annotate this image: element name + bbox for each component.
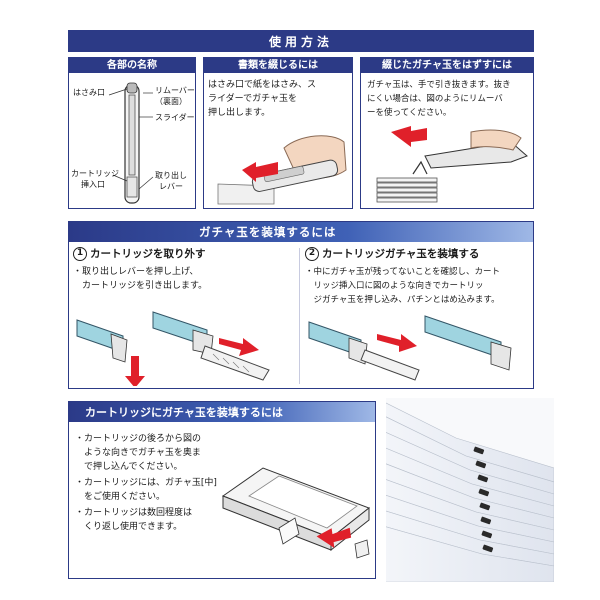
step1-illustration — [76, 311, 270, 386]
step2-arrow — [377, 334, 417, 352]
step1-down-arrow — [131, 356, 139, 382]
parts-title: 各部の名称 — [69, 58, 195, 73]
step2-illustration — [308, 315, 512, 381]
label-cartridge-inlet-2: 挿入口 — [81, 180, 105, 189]
binding-line-3: 押し出します。 — [208, 108, 271, 118]
loading-title: ガチャ玉を装填するには — [199, 225, 337, 239]
step2-heading: カートリッジガチャ玉を装填する — [322, 248, 480, 260]
binding-arrow — [242, 162, 278, 182]
cartridge-line-7: くり返し使用できます。 — [75, 522, 183, 532]
cartridge-line-6: ・カートリッジは数回程度は — [75, 508, 193, 518]
removing-line-3: ーを使ってください。 — [367, 108, 452, 118]
binding-panel: 書類を綴じるには はさみ口で紙をはさみ、ス ライダーでガチャ玉を 押し出します。 — [203, 57, 353, 209]
removing-line-2: にくい場合は、図のようにリムーバ — [367, 94, 503, 104]
usage-title-bar: 使用方法 — [68, 30, 534, 52]
label-remover-note: （裏面） — [155, 97, 187, 106]
binding-line-2: ライダーでガチャ玉を — [208, 94, 298, 104]
cartridge-title-bar: カートリッジにガチャ玉を装填するには — [69, 402, 375, 422]
label-slider: スライダー — [155, 113, 195, 122]
label-hasamiguchi: はさみ口 — [73, 88, 105, 97]
removing-illustration — [376, 126, 528, 203]
label-lever-1: 取り出し — [155, 171, 187, 180]
binding-title: 書類を綴じるには — [204, 58, 352, 73]
loading-title-bar: ガチャ玉を装填するには — [69, 222, 533, 242]
stapler-parts-illustration — [108, 82, 154, 204]
removing-panel: 綴じたガチャ玉をはずすには ガチャ玉は、手で引き抜きます。抜き にくい場合は、図… — [360, 57, 534, 209]
label-cartridge-inlet-1: カートリッジ — [71, 169, 119, 178]
binding-line-1: はさみ口で紙をはさみ、ス — [208, 80, 317, 90]
bound-stack-image — [386, 398, 554, 582]
removing-arrow — [391, 126, 427, 147]
step1-number: 1 — [73, 247, 87, 261]
usage-title: 使用方法 — [268, 34, 333, 49]
cartridge-line-4: ・カートリッジには、ガチャ玉[中] — [75, 478, 217, 488]
step2-line-3: ジガチャ玉を押し込み、パチンとはめ込みます。 — [305, 295, 500, 305]
cartridge-line-1: ・カートリッジの後ろから図の — [75, 434, 202, 444]
removing-title: 綴じたガチャ玉をはずすには — [361, 58, 533, 73]
step2-number: 2 — [305, 247, 319, 261]
step1-line-2: カートリッジを引き出します。 — [73, 281, 208, 291]
step1-right-arrow — [219, 338, 259, 356]
cartridge-line-3: で押し込んでください。 — [75, 462, 183, 472]
label-lever-2: レバー — [159, 182, 183, 191]
step1-line-1: ・取り出しレバーを押し上げ、 — [73, 267, 199, 277]
removing-line-1: ガチャ玉は、手で引き抜きます。抜き — [367, 80, 511, 90]
binding-illustration — [217, 135, 347, 205]
cartridge-line-2: ような向きでガチャ玉を奥ま — [75, 448, 201, 458]
step2-line-2: リッジ挿入口に図のような向きでカートリッ — [305, 281, 484, 291]
parts-panel: 各部の名称 はさみ口 リムーバー （裏面） スライダー カートリッジ 挿入口 取… — [68, 57, 196, 209]
cartridge-arrow — [316, 527, 352, 549]
cartridge-line-5: をご使用ください。 — [75, 492, 166, 502]
cartridge-illustration — [221, 467, 371, 559]
cartridge-panel: カートリッジにガチャ玉を装填するには ・カートリッジの後ろから図の ような向きで… — [68, 401, 376, 579]
loading-divider — [299, 248, 300, 384]
label-remover: リムーバー — [155, 86, 195, 95]
step1-heading: カートリッジを取り外す — [90, 248, 206, 260]
bound-documents-photo — [386, 398, 554, 582]
cartridge-title: カートリッジにガチャ玉を装填するには — [85, 406, 283, 419]
step2-line-1: ・中にガチャ玉が残ってないことを確認し、カート — [305, 267, 500, 277]
